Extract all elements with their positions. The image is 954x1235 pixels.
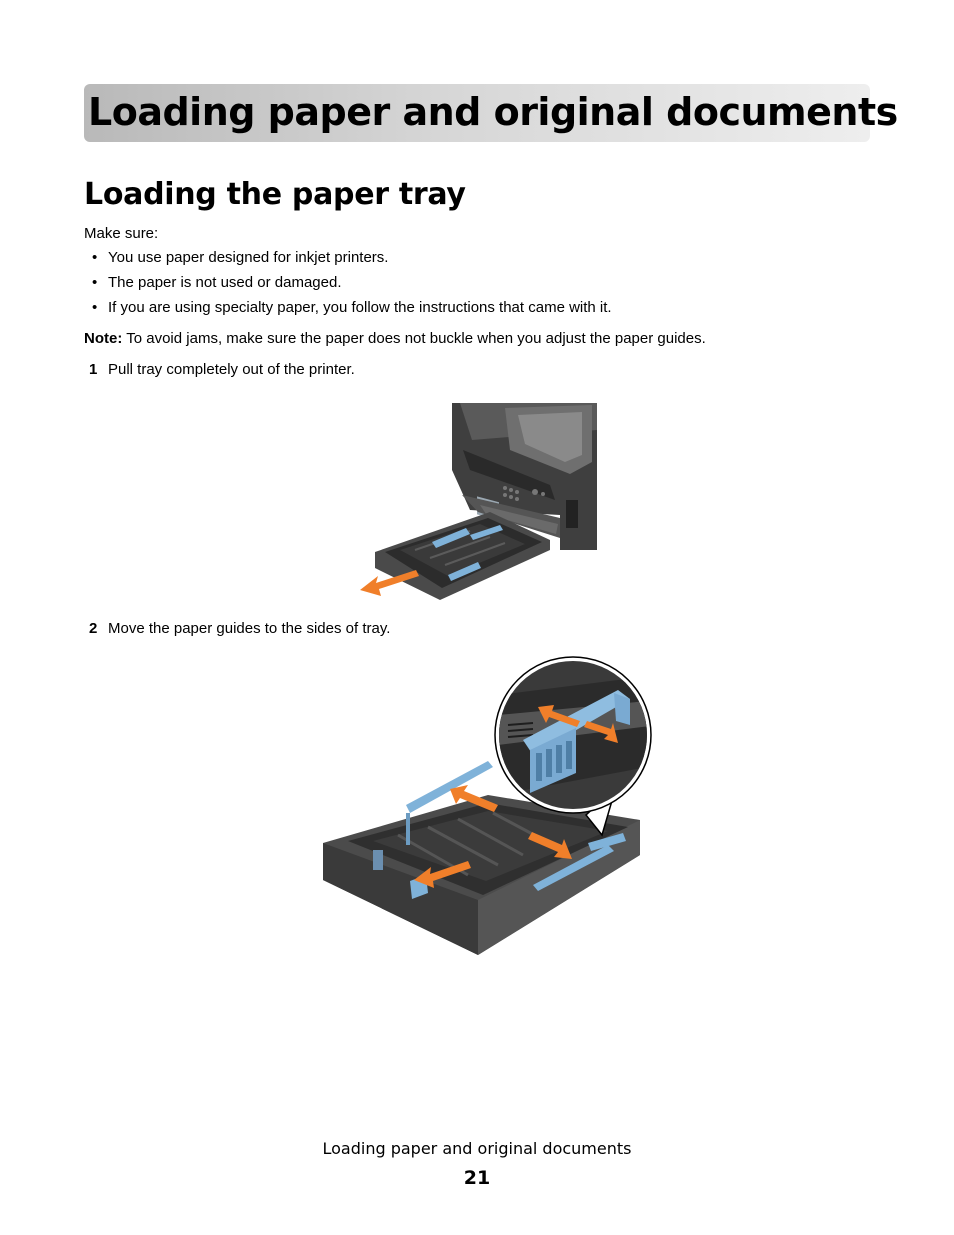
chapter-title: Loading paper and original documents — [88, 90, 898, 134]
step-text: Move the paper guides to the sides of tr… — [108, 620, 391, 637]
bullet-icon: • — [92, 274, 98, 291]
section-title: Loading the paper tray — [84, 177, 466, 212]
intro-text: Make sure: — [84, 225, 159, 242]
requirement-item: If you are using specialty paper, you fo… — [108, 299, 612, 316]
page-number: 21 — [463, 1167, 491, 1189]
step-number: 2 — [89, 620, 98, 637]
step-number: 1 — [89, 361, 98, 378]
footer-chapter-title: Loading paper and original documents — [322, 1139, 632, 1158]
bullet-icon: • — [92, 249, 98, 266]
bullet-icon: • — [92, 299, 98, 316]
note-label: Note: — [84, 330, 123, 347]
paper-guides-illustration — [323, 656, 652, 955]
requirement-item: The paper is not used or damaged. — [108, 274, 342, 291]
step-text: Pull tray completely out of the printer. — [108, 361, 355, 378]
printer-tray-pull-illustration — [360, 403, 597, 600]
chapter-banner — [84, 84, 870, 142]
note: Note: To avoid jams, make sure the paper… — [84, 329, 706, 349]
requirement-item: You use paper designed for inkjet printe… — [108, 249, 389, 266]
note-text: To avoid jams, make sure the paper does … — [126, 330, 706, 347]
